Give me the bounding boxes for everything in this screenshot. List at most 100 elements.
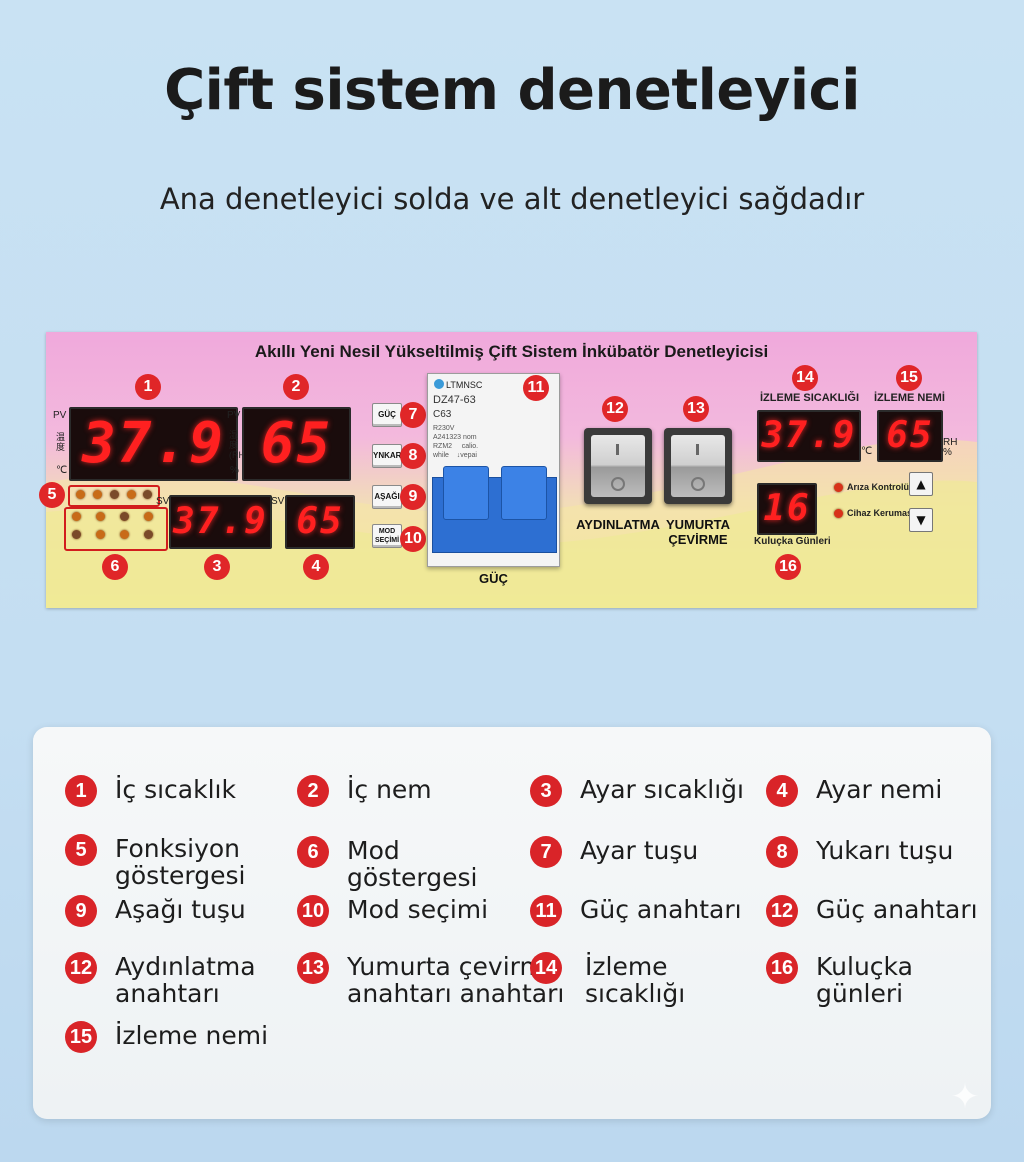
egg-turning-switch-label: YUMURTA ÇEVİRME	[665, 517, 731, 547]
mode-led	[144, 530, 153, 539]
mode-led	[96, 530, 105, 539]
legend-badge: 10	[297, 895, 329, 927]
legend-badge: 8	[766, 836, 798, 868]
function-led	[93, 490, 102, 499]
legend-badge: 12	[65, 952, 97, 984]
badge-11: 11	[523, 375, 549, 401]
legend-label: Aşağı tuşu	[115, 895, 246, 924]
legend-label: Aydınlatma anahtarı	[115, 952, 256, 1008]
badge-15: 15	[896, 365, 922, 391]
egg-turning-switch[interactable]	[664, 428, 732, 504]
mode-indicator-box	[64, 507, 168, 551]
incubation-days-label: Kuluçka Günleri	[754, 536, 831, 547]
legend-badge: 7	[530, 836, 562, 868]
page-subtitle: Ana denetleyici solda ve alt denetleyici…	[159, 182, 865, 216]
arrow-down-button[interactable]: ▼	[909, 508, 933, 532]
fault-label: Arıza Kontrolü	[847, 482, 909, 492]
monitor-hum-label: İZLEME NEMİ	[874, 392, 945, 404]
sv-humidity-display: 65	[285, 495, 355, 549]
pv-unit-hum: 湿度(RH)	[229, 430, 248, 460]
arrow-up-button[interactable]: ▲	[909, 472, 933, 496]
badge-16: 16	[775, 554, 801, 580]
legend-badge: 12	[766, 895, 798, 927]
legend-label: Yumurta çevirme anahtarı anahtarı	[347, 952, 565, 1008]
badge-7: 7	[400, 402, 426, 428]
breaker-lever-right[interactable]	[501, 466, 547, 520]
monitor-temperature-display: 37.9	[757, 410, 861, 462]
legend-badge: 11	[530, 895, 562, 927]
legend-label: Mod seçimi	[347, 895, 489, 924]
breaker-model: DZ47-63	[433, 394, 476, 406]
legend-label: Ayar sıcaklığı	[580, 775, 744, 804]
down-key[interactable]: AŞAĞI	[372, 485, 402, 509]
page-title: Çift sistem denetleyici	[164, 58, 860, 123]
mode-led	[144, 512, 153, 521]
sv-temperature-display: 37.9	[169, 495, 272, 549]
pv-label-temp: PV	[53, 410, 67, 421]
pv-label-hum: PV	[227, 410, 241, 421]
function-led	[76, 490, 85, 499]
legend-badge: 15	[65, 1021, 97, 1053]
pv-temperature-display: 37.9	[69, 407, 238, 481]
set-key[interactable]: GÜÇ	[372, 403, 402, 427]
legend-label: Ayar tuşu	[580, 836, 699, 865]
panel-title: Akıllı Yeni Nesil Yükseltilmiş Çift Sist…	[254, 342, 769, 361]
legend-label: İç sıcaklık	[115, 775, 236, 804]
function-led	[110, 490, 119, 499]
up-key[interactable]: YNKARI	[372, 444, 404, 468]
legend-badge: 16	[766, 952, 798, 984]
mode-led	[96, 512, 105, 521]
breaker-rating: C63	[433, 409, 452, 420]
legend-label: Fonksiyon göstergesi	[115, 834, 246, 890]
breaker-lever-left[interactable]	[443, 466, 489, 520]
legend-label: Yukarı tuşu	[816, 836, 954, 865]
badge-5: 5	[39, 482, 65, 508]
badge-14: 14	[792, 365, 818, 391]
breaker-brand: LTMNSC	[434, 379, 482, 390]
legend-badge: 3	[530, 775, 562, 807]
legend-badge: 2	[297, 775, 329, 807]
badge-4: 4	[303, 554, 329, 580]
legend-label: Mod göstergesi	[347, 836, 478, 892]
breaker-power-label: GÜÇ	[479, 571, 508, 586]
lighting-switch[interactable]	[584, 428, 652, 504]
pv-unit-temp: 温度	[56, 432, 66, 452]
badge-2: 2	[283, 374, 309, 400]
badge-13: 13	[683, 396, 709, 422]
sv-label-hum: SV	[271, 496, 285, 507]
mode-select-key[interactable]: MOD SEÇİMİ	[372, 524, 402, 548]
legend-badge: 6	[297, 836, 329, 868]
lighting-switch-label: AYDINLATMA	[576, 517, 660, 532]
pct-label: %	[230, 465, 239, 476]
legend-badge: 5	[65, 834, 97, 866]
mode-led	[72, 530, 81, 539]
legend-badge: 1	[65, 775, 97, 807]
breaker-logo-icon	[434, 379, 444, 389]
monitor-humidity-display: 65	[877, 410, 943, 462]
legend-label: İç nem	[347, 775, 432, 804]
legend-label: Kuluçka günleri	[816, 952, 913, 1008]
badge-12: 12	[602, 396, 628, 422]
legend-badge: 14	[530, 952, 562, 984]
legend-label: Ayar nemi	[816, 775, 943, 804]
legend-card	[33, 727, 991, 1119]
badge-10: 10	[400, 526, 426, 552]
function-led	[143, 490, 152, 499]
monitor-temp-label: İZLEME SICAKLIĞI	[760, 392, 859, 404]
mode-led	[72, 512, 81, 521]
legend-label: Güç anahtarı	[580, 895, 742, 924]
mode-led	[120, 512, 129, 521]
protect-led	[834, 509, 843, 518]
legend-label: İzleme sıcaklığı	[585, 952, 686, 1008]
sparkle-icon: ✦	[950, 1077, 980, 1117]
sv-label-temp: SV	[156, 496, 170, 507]
badge-1: 1	[135, 374, 161, 400]
badge-9: 9	[400, 484, 426, 510]
celsius-label-left: ℃	[56, 465, 68, 476]
legend-label: İzleme nemi	[115, 1021, 269, 1050]
function-led	[127, 490, 136, 499]
legend-label: Güç anahtarı	[816, 895, 978, 924]
breaker-body	[432, 466, 557, 553]
